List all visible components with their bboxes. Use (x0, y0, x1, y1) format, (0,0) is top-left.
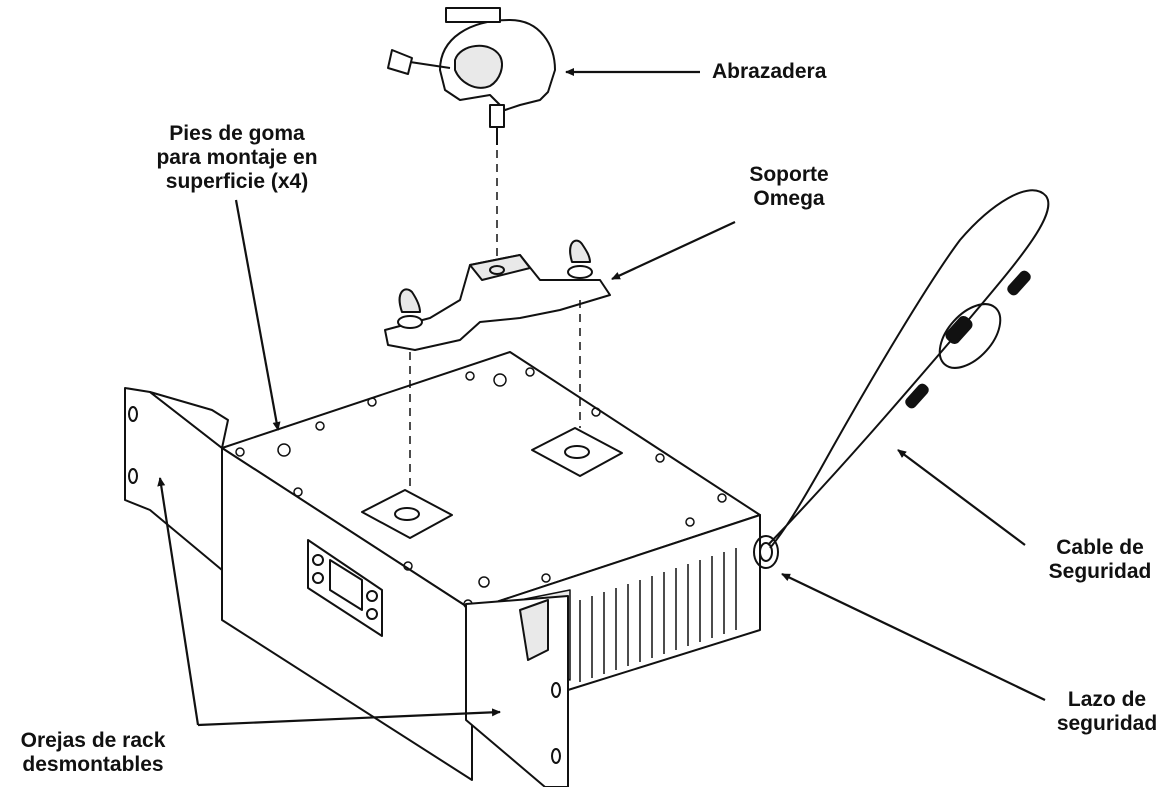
display-panel (307, 539, 383, 637)
arrow-rubber-feet (234, 199, 281, 431)
rack-ear-left (124, 387, 229, 571)
arrow-rack-ear-right (197, 708, 501, 727)
rack-ear-right (465, 595, 569, 787)
safety-cable-drawing (767, 189, 1050, 549)
mount-plate-left (361, 489, 453, 539)
label-rubber-feet: Pies de goma para montaje en superficie … (156, 122, 318, 193)
arrow-safety-cable (897, 449, 1026, 546)
arrow-safety-loop (781, 573, 1046, 701)
label-safety-loop: Lazo de seguridad (1056, 688, 1158, 735)
alignment-guides (409, 150, 581, 490)
label-clamp: Abrazadera (712, 60, 827, 83)
label-safety-cable: Cable de Seguridad (1048, 536, 1152, 583)
arrow-omega (611, 221, 736, 280)
label-omega-bracket: Soporte Omega (749, 163, 829, 210)
arrow-rack-ear-left (157, 477, 200, 726)
label-rack-ears: Orejas de rack desmontables (20, 729, 166, 776)
callout-arrows (157, 68, 1046, 727)
clamp-drawing (387, 7, 556, 145)
top-screws (235, 367, 727, 609)
mount-plate-right (531, 427, 623, 477)
safety-loop-drawing (753, 535, 779, 569)
omega-bracket-drawing (384, 239, 611, 351)
